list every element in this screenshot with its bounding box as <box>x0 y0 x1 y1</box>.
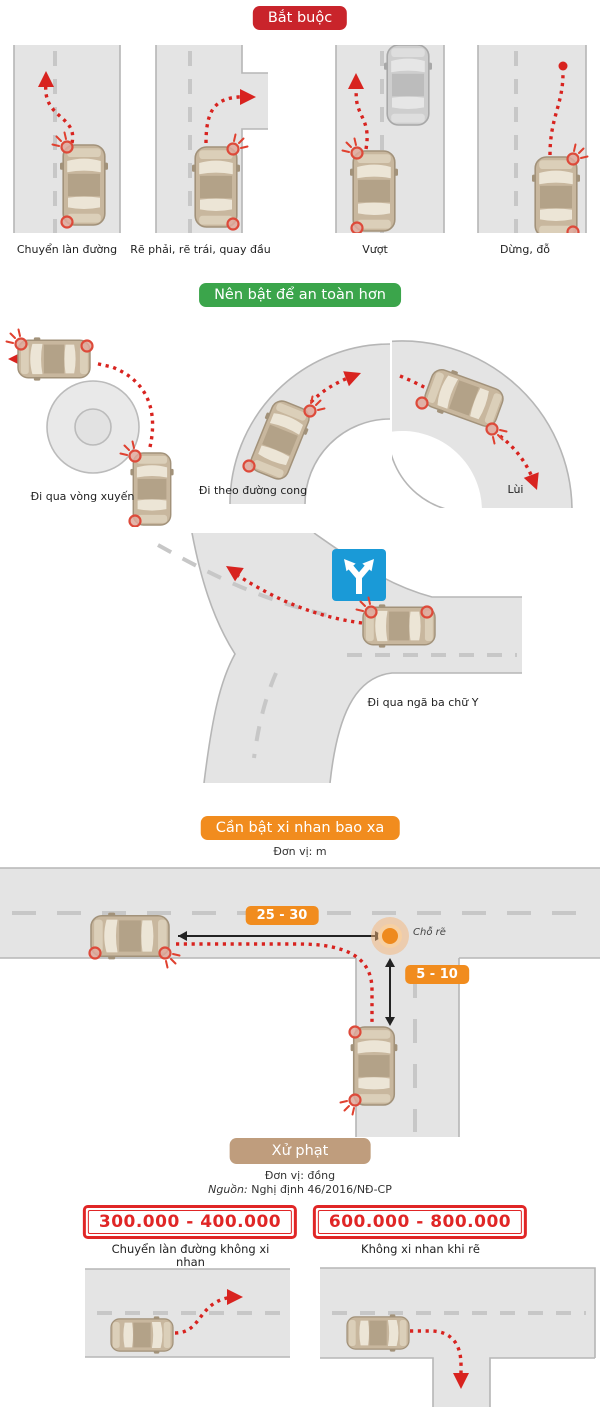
stop-point-dot <box>558 61 568 71</box>
unit-label: Đơn vị: m <box>273 845 327 858</box>
section-badge-mandatory: Bắt buộc <box>252 6 348 30</box>
source-text: Nghị định 46/2016/NĐ-CP <box>247 1183 392 1196</box>
diagram-caption: Rẽ phải, rẽ trái, quay đầu <box>130 243 271 256</box>
turn-signal-icon <box>485 422 499 436</box>
car-icon <box>349 150 399 232</box>
unit-label: Đơn vị: đồng <box>264 1169 336 1182</box>
car-icon <box>59 144 109 226</box>
turn-signal-icon <box>226 217 240 231</box>
turn-signal-icon <box>364 605 378 619</box>
turn-signal-icon <box>88 946 102 960</box>
turn-signal-icon <box>566 152 580 166</box>
fine-amount-stamp: 300.000 - 400.000 <box>82 1205 298 1239</box>
car-icon <box>17 336 91 382</box>
vehicle-path <box>309 374 354 404</box>
vehicle-path <box>93 361 155 448</box>
vehicle-path <box>174 1295 234 1335</box>
turn-signal-icon <box>128 514 142 527</box>
turn-signal-icon <box>350 221 364 233</box>
turn-signal-icon <box>60 215 74 229</box>
diagram-roundabout <box>5 328 175 527</box>
vehicle-path <box>548 72 565 156</box>
turn-signal-icon <box>350 146 364 160</box>
diagram-caption: Vượt <box>362 243 388 256</box>
road <box>320 1268 595 1407</box>
section-badge-distance: Cần bật xi nhan bao xa <box>200 816 400 840</box>
fine-amount: 600.000 - 800.000 <box>317 1210 523 1234</box>
vehicle-path <box>410 1329 463 1379</box>
fine-amount: 300.000 - 400.000 <box>87 1210 293 1234</box>
diagram-y-junction <box>157 533 522 783</box>
turn-signal-icon <box>415 396 429 410</box>
turn-signal-icon <box>226 142 240 156</box>
turn-signal-icon <box>420 605 434 619</box>
turn-point-marker <box>382 928 398 944</box>
turn-signal-icon <box>158 946 172 960</box>
diagram-caption: Chuyển làn đường <box>16 243 118 256</box>
vehicle-path <box>399 374 427 390</box>
fine-caption: Không xi nhan khi rẽ <box>361 1242 480 1256</box>
source-label: Nguồn: Nghị định 46/2016/NĐ-CP <box>0 1183 600 1196</box>
gray-car-icon <box>383 45 433 126</box>
diagram-lane-change <box>13 45 121 233</box>
turn-point-label: Chỗ rẽ <box>413 927 446 938</box>
diagram-turn <box>155 45 268 233</box>
road <box>192 533 522 783</box>
source-prefix: Nguồn: <box>208 1183 248 1196</box>
fine-amount-stamp: 600.000 - 800.000 <box>312 1205 528 1239</box>
diagram-caption: Lùi <box>507 483 524 496</box>
turn-signal-icon <box>348 1093 362 1107</box>
vehicle-path <box>354 84 369 150</box>
diagram-fine-lane-change <box>85 1268 290 1358</box>
section-badge-recommended: Nên bật để an toàn hơn <box>199 283 401 307</box>
turn-signal-icon <box>80 339 94 353</box>
vehicle-path <box>204 95 248 144</box>
section-badge-penalty: Xử phạt <box>229 1138 371 1164</box>
turn-signal-icon <box>14 337 28 351</box>
car-icon <box>129 452 175 526</box>
diagram-fine-turn <box>320 1267 596 1407</box>
turn-signal-icon <box>60 140 74 154</box>
lane-marking <box>157 543 328 617</box>
diagram-signal-distance <box>0 867 600 1137</box>
vehicle-path <box>44 82 75 144</box>
diagram-curve <box>229 343 391 504</box>
road <box>230 344 390 504</box>
diagram-stop-park <box>477 45 589 233</box>
diagram-caption: Đi qua vòng xuyến <box>30 490 135 503</box>
diagram-reverse <box>392 340 573 508</box>
turn-signal-icon <box>566 225 580 233</box>
car-icon <box>531 156 581 233</box>
car-icon <box>90 911 170 961</box>
lane-marking <box>252 672 278 759</box>
car-icon <box>191 146 241 228</box>
distance-after-turn-badge: 5 - 10 <box>405 965 469 984</box>
distance-before-turn-badge: 25 - 30 <box>245 906 319 925</box>
diagram-overtake <box>335 45 445 233</box>
turn-signal-icon <box>348 1025 362 1039</box>
diagram-caption: Đi qua ngã ba chữ Y <box>367 696 479 709</box>
turn-signal-icon <box>128 449 142 463</box>
car-icon <box>349 1026 399 1106</box>
fine-caption: Chuyển làn đường không xi nhan <box>111 1242 270 1269</box>
car-icon <box>346 1313 410 1353</box>
turn-signal-icon <box>303 404 317 418</box>
turn-signal-icon <box>242 459 256 473</box>
car-icon <box>110 1315 174 1355</box>
diagram-caption: Dừng, đỗ <box>499 243 551 256</box>
diagram-caption: Đi theo đường cong <box>198 484 308 497</box>
